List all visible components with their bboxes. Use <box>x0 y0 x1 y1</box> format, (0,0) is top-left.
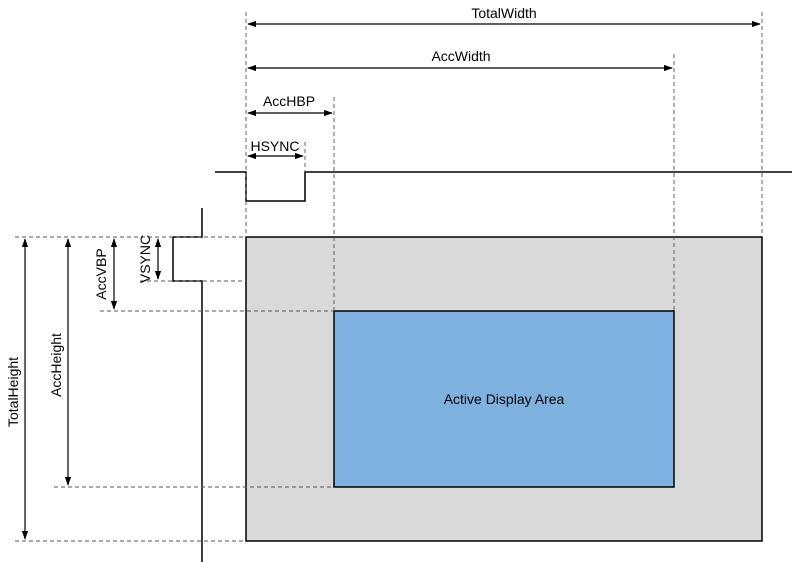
total-height-label: TotalHeight <box>5 357 21 427</box>
active-display-area-rect <box>333 310 675 488</box>
acc-hbp-label: AccHBP <box>263 93 315 109</box>
acc-vbp-label: AccVBP <box>93 248 109 299</box>
active-display-area-label: Active Display Area <box>444 391 565 407</box>
acc-width-label: AccWidth <box>431 48 490 64</box>
total-width-label: TotalWidth <box>471 5 536 21</box>
vsync-signal <box>172 208 203 562</box>
hsync-signal <box>215 171 792 202</box>
vsync-label: VSYNC <box>137 235 153 283</box>
acc-height-label: AccHeight <box>48 333 64 397</box>
hsync-label: HSYNC <box>250 138 299 154</box>
